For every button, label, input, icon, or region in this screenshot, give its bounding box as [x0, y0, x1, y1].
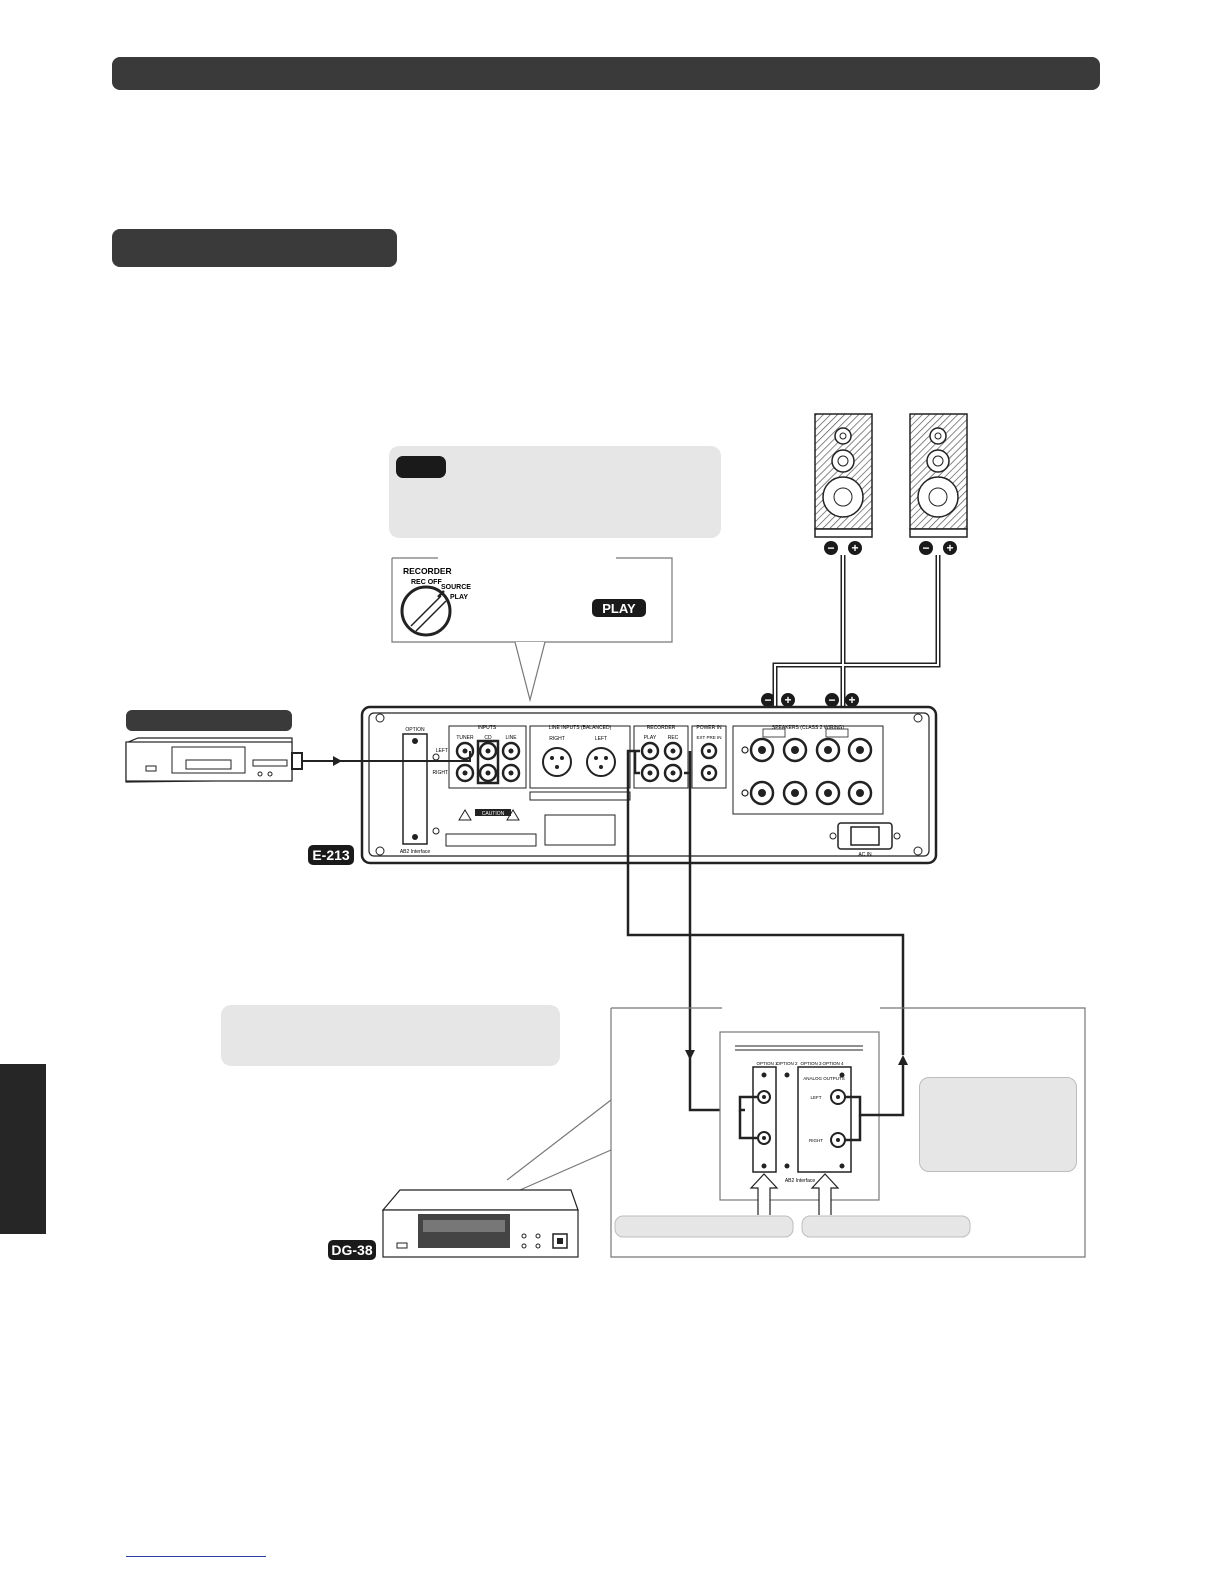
amp-line-inputs-label: LINE INPUTS (BALANCED)	[549, 725, 612, 731]
svg-text:RIGHT: RIGHT	[549, 736, 565, 742]
play-badge-label: PLAY	[602, 601, 636, 616]
amp-ab2-label: AB2 Interface	[400, 849, 431, 855]
dac-device-icon	[381, 1189, 579, 1258]
svg-text:RIGHT: RIGHT	[809, 1138, 823, 1143]
amp-caution-label: CAUTION	[482, 811, 505, 817]
dac-ab2-label: AB2 Interface	[785, 1178, 816, 1184]
dac-analog-outputs-label: ANALOG OUTPUTS	[803, 1076, 845, 1081]
selector-callout: RECORDER REC OFF SOURCE PLAY PLAY	[391, 557, 673, 703]
selector-recorder-label: RECORDER	[403, 566, 452, 576]
amp-ac-in-label: AC IN	[858, 852, 872, 858]
speaker-left-icon	[909, 413, 968, 538]
svg-text:CD: CD	[484, 735, 492, 741]
section-header-bar	[112, 57, 1100, 90]
amp-r-minus: −	[764, 693, 771, 707]
speaker-polarity-markers	[761, 541, 957, 707]
svg-text:OPTION 4: OPTION 4	[822, 1061, 844, 1066]
svg-text:EXT PRE IN: EXT PRE IN	[697, 735, 722, 740]
recorder-cables	[626, 749, 905, 1112]
amp-l-plus: +	[848, 693, 855, 707]
source-player-icon	[125, 737, 293, 783]
recorder-knob-icon	[400, 585, 452, 637]
svg-text:OPTION 3: OPTION 3	[800, 1061, 822, 1066]
dac-model-tag: DG-38	[328, 1240, 376, 1260]
amp-recorder-label: RECORDER	[647, 725, 676, 731]
digital-note-box	[221, 1005, 560, 1066]
svg-text:LEFT: LEFT	[436, 748, 448, 754]
play-badge	[592, 599, 646, 617]
selector-play-label: PLAY	[450, 594, 468, 601]
spk-r-minus: −	[827, 541, 834, 555]
spk-l-plus: +	[946, 541, 953, 555]
selector-rec-off-label: REC OFF	[411, 579, 442, 586]
svg-text:POWER IN: POWER IN	[696, 725, 722, 731]
svg-text:TUNER: TUNER	[456, 735, 474, 741]
option-label-pill	[614, 1215, 794, 1238]
svg-text:RIGHT: RIGHT	[432, 770, 448, 776]
svg-text:REC: REC	[668, 735, 679, 741]
svg-text:OPTION 2: OPTION 2	[776, 1061, 798, 1066]
note-tag	[396, 456, 446, 478]
speaker-right-icon	[814, 413, 873, 538]
svg-text:LEFT: LEFT	[595, 736, 607, 742]
selector-source-label: SOURCE	[441, 584, 471, 591]
amp-l-minus: −	[828, 693, 835, 707]
analog-note-box	[919, 1077, 1077, 1172]
arrow-icon	[333, 756, 342, 766]
svg-text:PLAY: PLAY	[644, 735, 657, 741]
svg-text:OPTION 1: OPTION 1	[756, 1061, 778, 1066]
amp-inputs-label: INPUTS	[478, 725, 497, 731]
amp-r-plus: +	[784, 693, 791, 707]
amp-model-tag: E-213	[308, 845, 354, 865]
spk-l-minus: −	[922, 541, 929, 555]
footer-link-rule	[126, 1556, 266, 1557]
arrow-down-icon	[685, 1050, 695, 1060]
amplifier-rear-panel: OPTION AB2 Interface INPUTS TUNER CD LIN…	[360, 705, 938, 865]
source-device-label-bar	[126, 710, 292, 731]
spk-r-plus: +	[851, 541, 858, 555]
amp-option-label: OPTION	[405, 727, 425, 733]
subsection-header-bar	[112, 229, 397, 267]
svg-text:LINE: LINE	[505, 735, 517, 741]
amp-speakers-label: SPEAKERS (CLASS 2 WIRING)	[772, 725, 845, 731]
option-label-pill	[801, 1215, 971, 1238]
svg-text:LEFT: LEFT	[810, 1095, 821, 1100]
chapter-side-tab	[0, 1064, 46, 1234]
dac-rear-panel-callout: OPTION 1 OPTION 2 OPTION 3 OPTION 4 ANAL…	[610, 1007, 1086, 1258]
